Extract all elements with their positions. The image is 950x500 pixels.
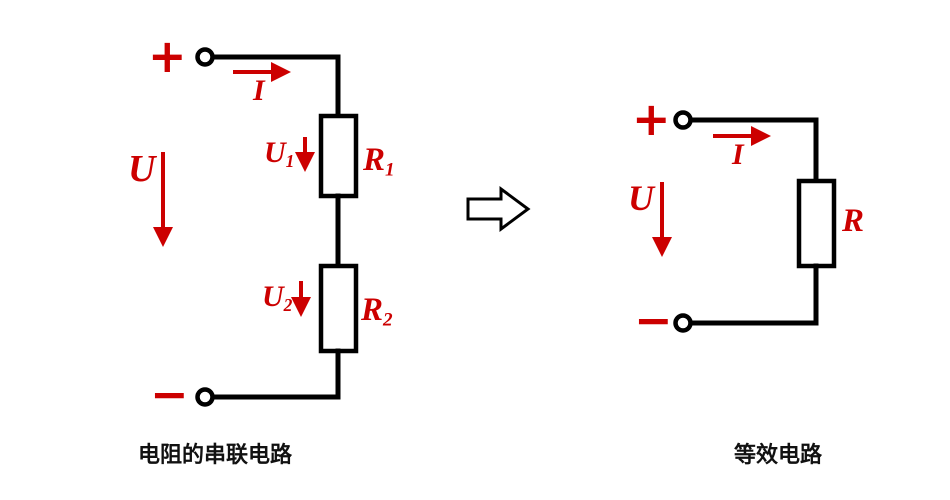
voltage-label-right: U xyxy=(628,178,654,218)
r-base: R xyxy=(842,203,865,239)
minus-sign-right: − xyxy=(634,293,673,347)
plus-sign-right: + xyxy=(632,92,671,146)
terminal-left-negative xyxy=(195,387,215,407)
u2-label: U2 xyxy=(262,282,292,314)
r1-label: R1 xyxy=(363,142,395,181)
terminal-left-positive xyxy=(195,47,215,67)
implies-arrow xyxy=(466,186,531,232)
current-label-right: I xyxy=(732,138,744,171)
voltage-label-left: U xyxy=(128,148,156,190)
u1-subscript: 1 xyxy=(285,150,295,171)
u1-base: U xyxy=(264,136,286,169)
r1-subscript: 1 xyxy=(385,159,395,181)
wire-left-bottom xyxy=(210,348,341,400)
caption-equivalent-circuit: 等效电路 xyxy=(733,442,822,467)
terminal-right-negative xyxy=(673,313,693,333)
wire-right-bottom xyxy=(687,263,819,326)
caption-series-circuit: 电阻的串联电路 xyxy=(137,442,292,467)
u1-label: U1 xyxy=(264,138,294,170)
resistor-r2 xyxy=(318,263,359,354)
resistor-r xyxy=(796,178,837,269)
r-label: R xyxy=(842,205,864,238)
r2-base: R xyxy=(361,292,384,328)
plus-sign-left: + xyxy=(148,29,187,83)
u2-base: U xyxy=(262,280,284,313)
r1-base: R xyxy=(363,142,386,178)
r2-label: R2 xyxy=(361,292,393,331)
u2-subscript: 2 xyxy=(283,294,293,315)
terminal-right-positive xyxy=(673,110,693,130)
r2-subscript: 2 xyxy=(383,309,393,331)
current-label-left: I xyxy=(253,74,265,107)
wire-left-top xyxy=(210,54,341,119)
minus-sign-left: − xyxy=(150,367,189,421)
wire-right-top xyxy=(687,117,819,184)
resistor-r1 xyxy=(318,113,359,199)
